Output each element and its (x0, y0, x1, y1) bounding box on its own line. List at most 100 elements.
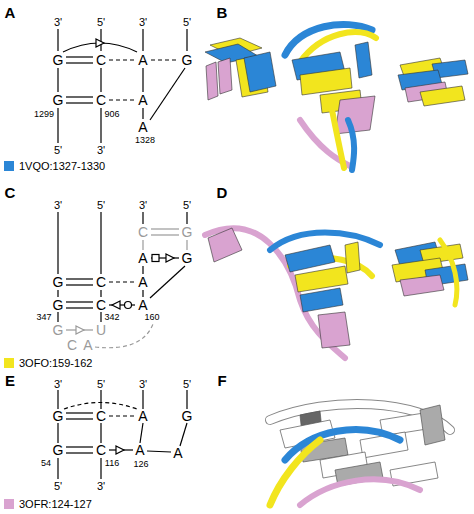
pair-symbol (76, 326, 84, 334)
nucleotide-letter: G (53, 275, 64, 289)
strand-end: 5' (97, 379, 105, 390)
residue-number: 54 (41, 459, 51, 468)
nucleotide-letter: A (138, 409, 147, 423)
residue-number: 1328 (135, 136, 155, 145)
nucleotide-letter: G (182, 225, 193, 239)
backbone-line (142, 390, 143, 409)
nucleotide-letter: G (53, 409, 64, 423)
stacking-line (151, 59, 179, 60)
legend-swatch (4, 499, 14, 509)
strand-end: 5' (183, 200, 191, 211)
strand-end: 3' (54, 200, 62, 211)
watson-crick-pair (66, 412, 93, 413)
watson-crick-pair (151, 234, 179, 235)
backbone-line (100, 212, 101, 274)
panel-letter: B (217, 5, 228, 20)
pair-symbol (166, 254, 174, 262)
legend-label: 1VQO:1327-1330 (19, 160, 105, 172)
nucleotide-letter: A (173, 446, 182, 460)
base-slab (335, 96, 375, 134)
structure-render (270, 404, 450, 505)
backbone-line (140, 423, 143, 443)
backbone-tube (330, 100, 344, 168)
base-slab (206, 62, 218, 100)
panel-letter: D (217, 185, 228, 200)
backbone-line (142, 240, 143, 250)
base-slab (285, 245, 335, 272)
nucleotide-letter: C (96, 409, 106, 423)
panel-letter: E (5, 373, 15, 388)
base-slab (420, 405, 445, 445)
backbone-line (100, 312, 101, 322)
stacking-line (109, 99, 135, 100)
backbone-line (57, 312, 58, 322)
backbone-tube (300, 479, 420, 505)
base-slab (208, 228, 242, 262)
residue-number: 116 (105, 459, 119, 468)
nucleotide-letter: A (138, 298, 147, 312)
strand-end: 3' (139, 17, 147, 28)
backbone-line (100, 29, 101, 51)
base-slab (244, 52, 276, 92)
nucleotide-letter: A (138, 120, 147, 134)
pairing-lines (58, 29, 187, 143)
base-slab (420, 86, 465, 106)
backbone-line (142, 68, 143, 92)
nucleotide-letter: A (138, 53, 147, 67)
strand-end: 3' (139, 379, 147, 390)
watson-crick-pair (66, 307, 93, 308)
backbone-line (57, 458, 58, 479)
pairing-lines (58, 212, 187, 348)
legend-item: 1VQO:1327-1330 (4, 159, 105, 173)
residue-number: 347 (36, 313, 51, 322)
pairing-lines (58, 390, 187, 479)
backbone-line (57, 68, 58, 92)
residue-number: 1299 (34, 110, 54, 119)
watson-crick-pair (66, 446, 93, 447)
legend-swatch (4, 161, 14, 171)
panel-letter: A (5, 5, 16, 20)
nucleotide-letter: C (96, 275, 106, 289)
residue-number: 342 (104, 313, 119, 322)
pair-symbol (116, 446, 124, 454)
watson-crick-pair (66, 102, 93, 103)
pair-symbol (112, 301, 120, 309)
residue-number: 160 (144, 313, 159, 322)
structure-render (205, 228, 468, 358)
backbone-line (150, 266, 185, 298)
backbone-line (150, 68, 185, 120)
strand-end: 3' (97, 145, 105, 156)
strand-end: 3' (97, 481, 105, 492)
legend-label: 3OFO:159-162 (19, 357, 92, 369)
legend-item: 3OFO:159-162 (4, 356, 92, 370)
nucleotide-letter: U (96, 323, 106, 337)
backbone-line (57, 108, 58, 143)
watson-crick-pair (66, 301, 93, 302)
backbone-line (142, 29, 143, 51)
base-slab (355, 42, 372, 78)
nucleotide-letter: C (96, 443, 106, 457)
nucleotide-letter: G (53, 53, 64, 67)
watson-crick-pair (66, 418, 93, 419)
panel-letter: F (217, 373, 226, 388)
strand-end: 5' (183, 17, 191, 28)
strand-end: 3' (54, 17, 62, 28)
watson-crick-pair (66, 56, 93, 57)
backbone-line (57, 212, 58, 274)
nucleotide-letter: G (182, 409, 193, 423)
nucleotide-letter: G (53, 298, 64, 312)
watson-crick-pair (66, 96, 93, 97)
nucleotide-letter: C (138, 225, 148, 239)
strand-end: 5' (54, 481, 62, 492)
pair-symbol (152, 255, 159, 262)
base-slab (218, 58, 232, 94)
backbone-line (100, 68, 101, 92)
backbone-line (57, 390, 58, 409)
nucleotide-letter: A (138, 275, 147, 289)
strand-end: 3' (139, 200, 147, 211)
backbone-line (100, 458, 101, 479)
backbone-line (142, 108, 143, 119)
nucleotide-letter: A (83, 338, 92, 352)
backbone-tube (440, 240, 457, 305)
